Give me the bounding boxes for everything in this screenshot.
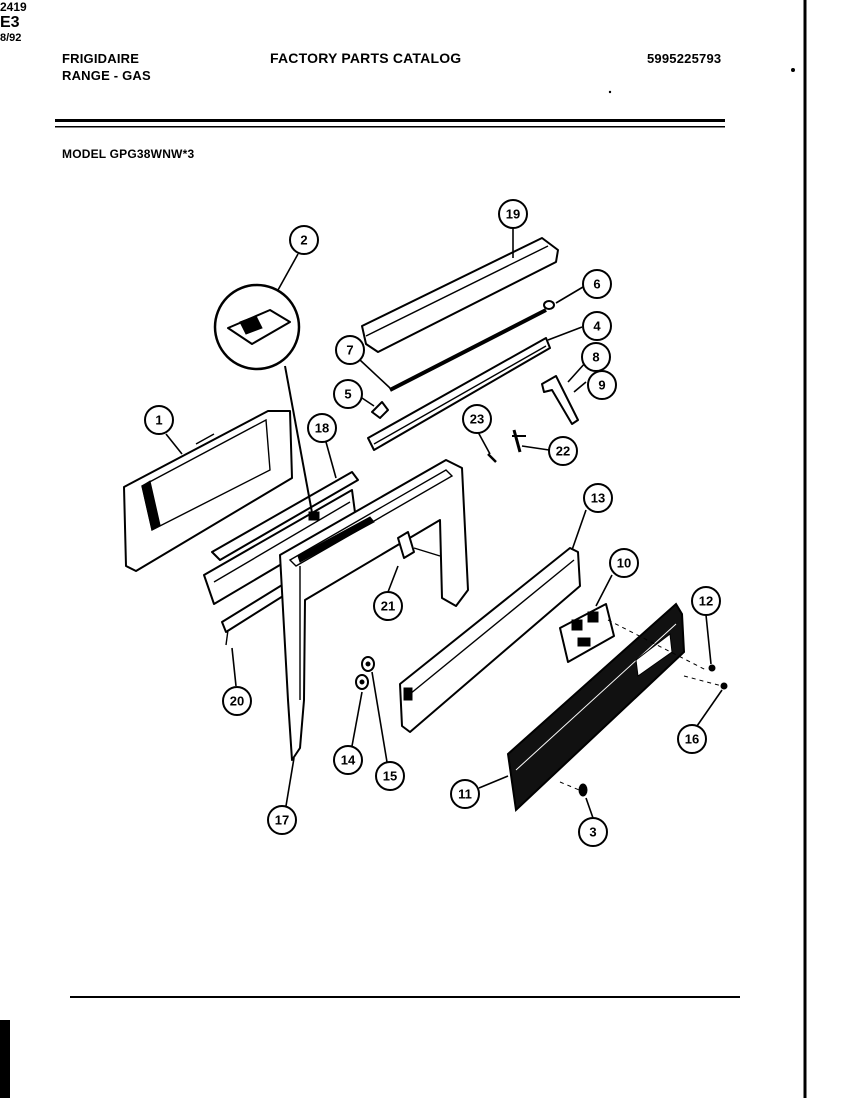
svg-text:5: 5 bbox=[344, 387, 351, 402]
catalog-title: FACTORY PARTS CATALOG bbox=[270, 50, 462, 66]
leader-lines bbox=[165, 228, 723, 819]
callout-22: 22 bbox=[548, 436, 578, 466]
scan-speck bbox=[608, 90, 612, 94]
svg-text:14: 14 bbox=[341, 753, 356, 768]
part-1-door-panel bbox=[123, 410, 293, 572]
brand-name: FRIGIDAIRE bbox=[62, 51, 140, 66]
part-16-screw bbox=[720, 682, 728, 690]
svg-text:23: 23 bbox=[470, 412, 484, 427]
callout-19: 19 bbox=[498, 199, 528, 229]
scan-speck bbox=[791, 68, 795, 72]
callout-4: 4 bbox=[582, 311, 612, 341]
part-6-clip bbox=[543, 300, 555, 310]
part-3-grommet bbox=[578, 783, 588, 797]
svg-text:9: 9 bbox=[598, 378, 605, 393]
part-14-15-knobs bbox=[355, 656, 375, 690]
svg-text:11: 11 bbox=[458, 787, 472, 802]
callout-21: 21 bbox=[373, 591, 403, 621]
header-rule-thick bbox=[55, 119, 725, 122]
callout-14: 14 bbox=[333, 745, 363, 775]
svg-text:22: 22 bbox=[556, 444, 570, 459]
svg-text:2: 2 bbox=[300, 233, 307, 248]
scan-edge-mark bbox=[0, 1020, 10, 1098]
callout-8: 8 bbox=[581, 342, 611, 372]
part-11-fascia bbox=[506, 602, 686, 813]
svg-text:12: 12 bbox=[699, 594, 713, 609]
callout-17: 17 bbox=[267, 805, 297, 835]
svg-text:3: 3 bbox=[589, 825, 596, 840]
callout-18: 18 bbox=[307, 413, 337, 443]
svg-text:7: 7 bbox=[346, 343, 353, 358]
callout-11: 11 bbox=[450, 779, 480, 809]
callout-23: 23 bbox=[462, 404, 492, 434]
part-10-control-board bbox=[559, 603, 615, 663]
part-22-spring bbox=[512, 429, 526, 453]
model-number: MODEL GPG38WNW*3 bbox=[62, 147, 195, 161]
part-7-rod bbox=[389, 308, 547, 392]
callout-15: 15 bbox=[375, 761, 405, 791]
catalog-number: 5995225793 bbox=[647, 51, 722, 66]
part-17-panel-frame bbox=[279, 459, 469, 761]
part-21-knob-clip bbox=[397, 531, 441, 559]
part-4-channel bbox=[367, 337, 551, 451]
svg-text:8: 8 bbox=[592, 350, 599, 365]
svg-text:19: 19 bbox=[506, 207, 520, 222]
svg-text:4: 4 bbox=[593, 319, 601, 334]
callout-12: 12 bbox=[691, 586, 721, 616]
svg-text:18: 18 bbox=[315, 421, 329, 436]
revision-date: 8/92 bbox=[0, 32, 22, 44]
svg-text:10: 10 bbox=[617, 556, 631, 571]
callout-1: 1 bbox=[144, 405, 174, 435]
part-5-bracket bbox=[371, 401, 389, 419]
callout-3: 3 bbox=[578, 817, 608, 847]
callout-20: 20 bbox=[222, 686, 252, 716]
brand-block: FRIGIDAIRE RANGE - GAS bbox=[62, 50, 151, 84]
drawing-number: 2419 bbox=[0, 0, 27, 14]
callout-9: 9 bbox=[587, 370, 617, 400]
svg-text:20: 20 bbox=[230, 694, 244, 709]
svg-text:16: 16 bbox=[685, 732, 699, 747]
callout-6: 6 bbox=[582, 269, 612, 299]
callout-10: 10 bbox=[609, 548, 639, 578]
svg-text:6: 6 bbox=[593, 277, 600, 292]
callout-2: 2 bbox=[289, 225, 319, 255]
callout-16: 16 bbox=[677, 724, 707, 754]
part-2-magnifier bbox=[213, 283, 320, 521]
part-23-screw bbox=[487, 453, 497, 463]
svg-text:17: 17 bbox=[275, 813, 289, 828]
svg-text:15: 15 bbox=[383, 769, 397, 784]
svg-text:13: 13 bbox=[591, 491, 605, 506]
svg-text:1: 1 bbox=[155, 413, 162, 428]
callout-5: 5 bbox=[333, 379, 363, 409]
header-rule-thin bbox=[55, 126, 725, 128]
part-19-top-trim bbox=[361, 237, 559, 353]
part-8-9-latch bbox=[541, 375, 579, 425]
callout-7: 7 bbox=[335, 335, 365, 365]
callout-13: 13 bbox=[583, 483, 613, 513]
page-number: E3 bbox=[0, 14, 20, 31]
footer-rule bbox=[70, 996, 740, 998]
product-type: RANGE - GAS bbox=[62, 68, 151, 83]
part-13-backsplash bbox=[399, 547, 581, 733]
svg-text:21: 21 bbox=[381, 599, 395, 614]
part-12-screw bbox=[708, 664, 716, 672]
